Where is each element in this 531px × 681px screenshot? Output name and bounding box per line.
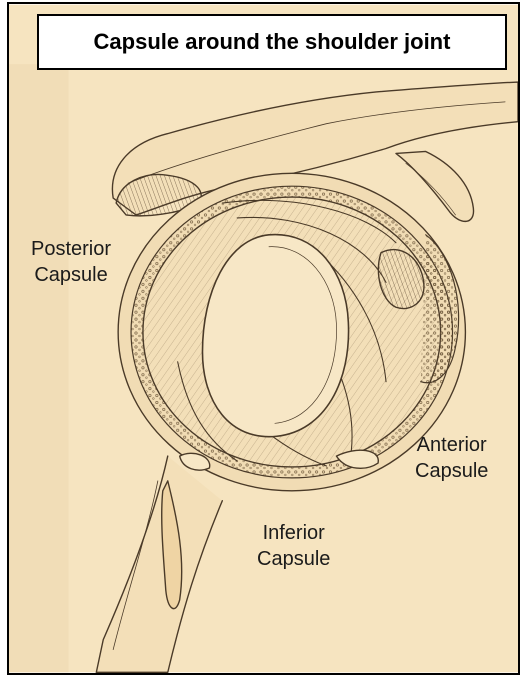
paper-shade	[9, 64, 69, 672]
posterior-capsule-text: Posterior Capsule	[31, 238, 111, 286]
glenoid-fossa	[202, 235, 348, 437]
inferior-capsule-text: Inferior Capsule	[257, 522, 330, 570]
title-box: Capsule around the shoulder joint	[37, 14, 507, 70]
figure-title: Capsule around the shoulder joint	[94, 29, 451, 55]
inferior-capsule-label: Inferior Capsule	[257, 520, 330, 572]
posterior-capsule-label: Posterior Capsule	[31, 236, 111, 288]
anterior-capsule-text: Anterior Capsule	[415, 434, 488, 482]
shoulder-illustration	[9, 4, 518, 673]
anterior-capsule-label: Anterior Capsule	[415, 432, 488, 484]
figure-frame: Capsule around the shoulder joint Poster…	[7, 2, 520, 675]
